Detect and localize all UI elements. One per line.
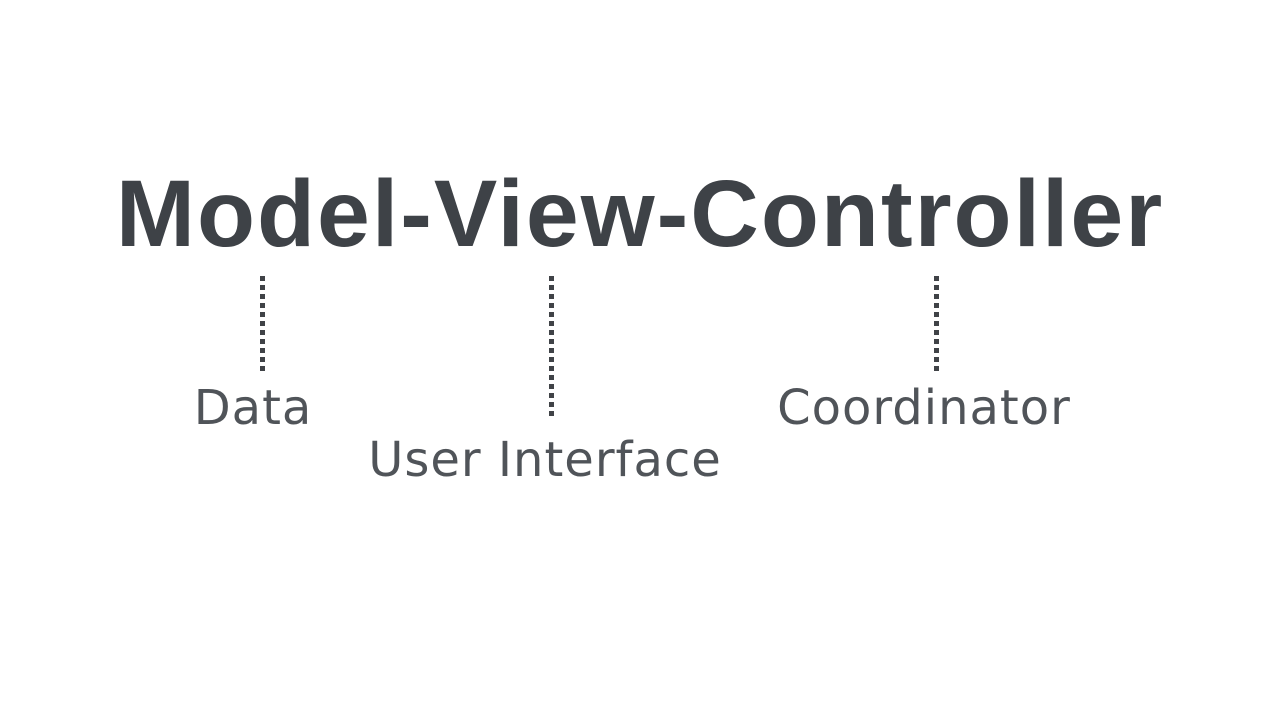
diagram-title: Model-View-Controller [115, 161, 1165, 267]
label-view-user-interface: User Interface [368, 432, 722, 488]
label-controller-coordinator: Coordinator [777, 380, 1071, 436]
dotted-connector-model-icon [260, 276, 265, 371]
dotted-connector-controller-icon [934, 276, 939, 371]
label-model-data: Data [193, 380, 313, 436]
dotted-connector-view-icon [549, 276, 554, 416]
